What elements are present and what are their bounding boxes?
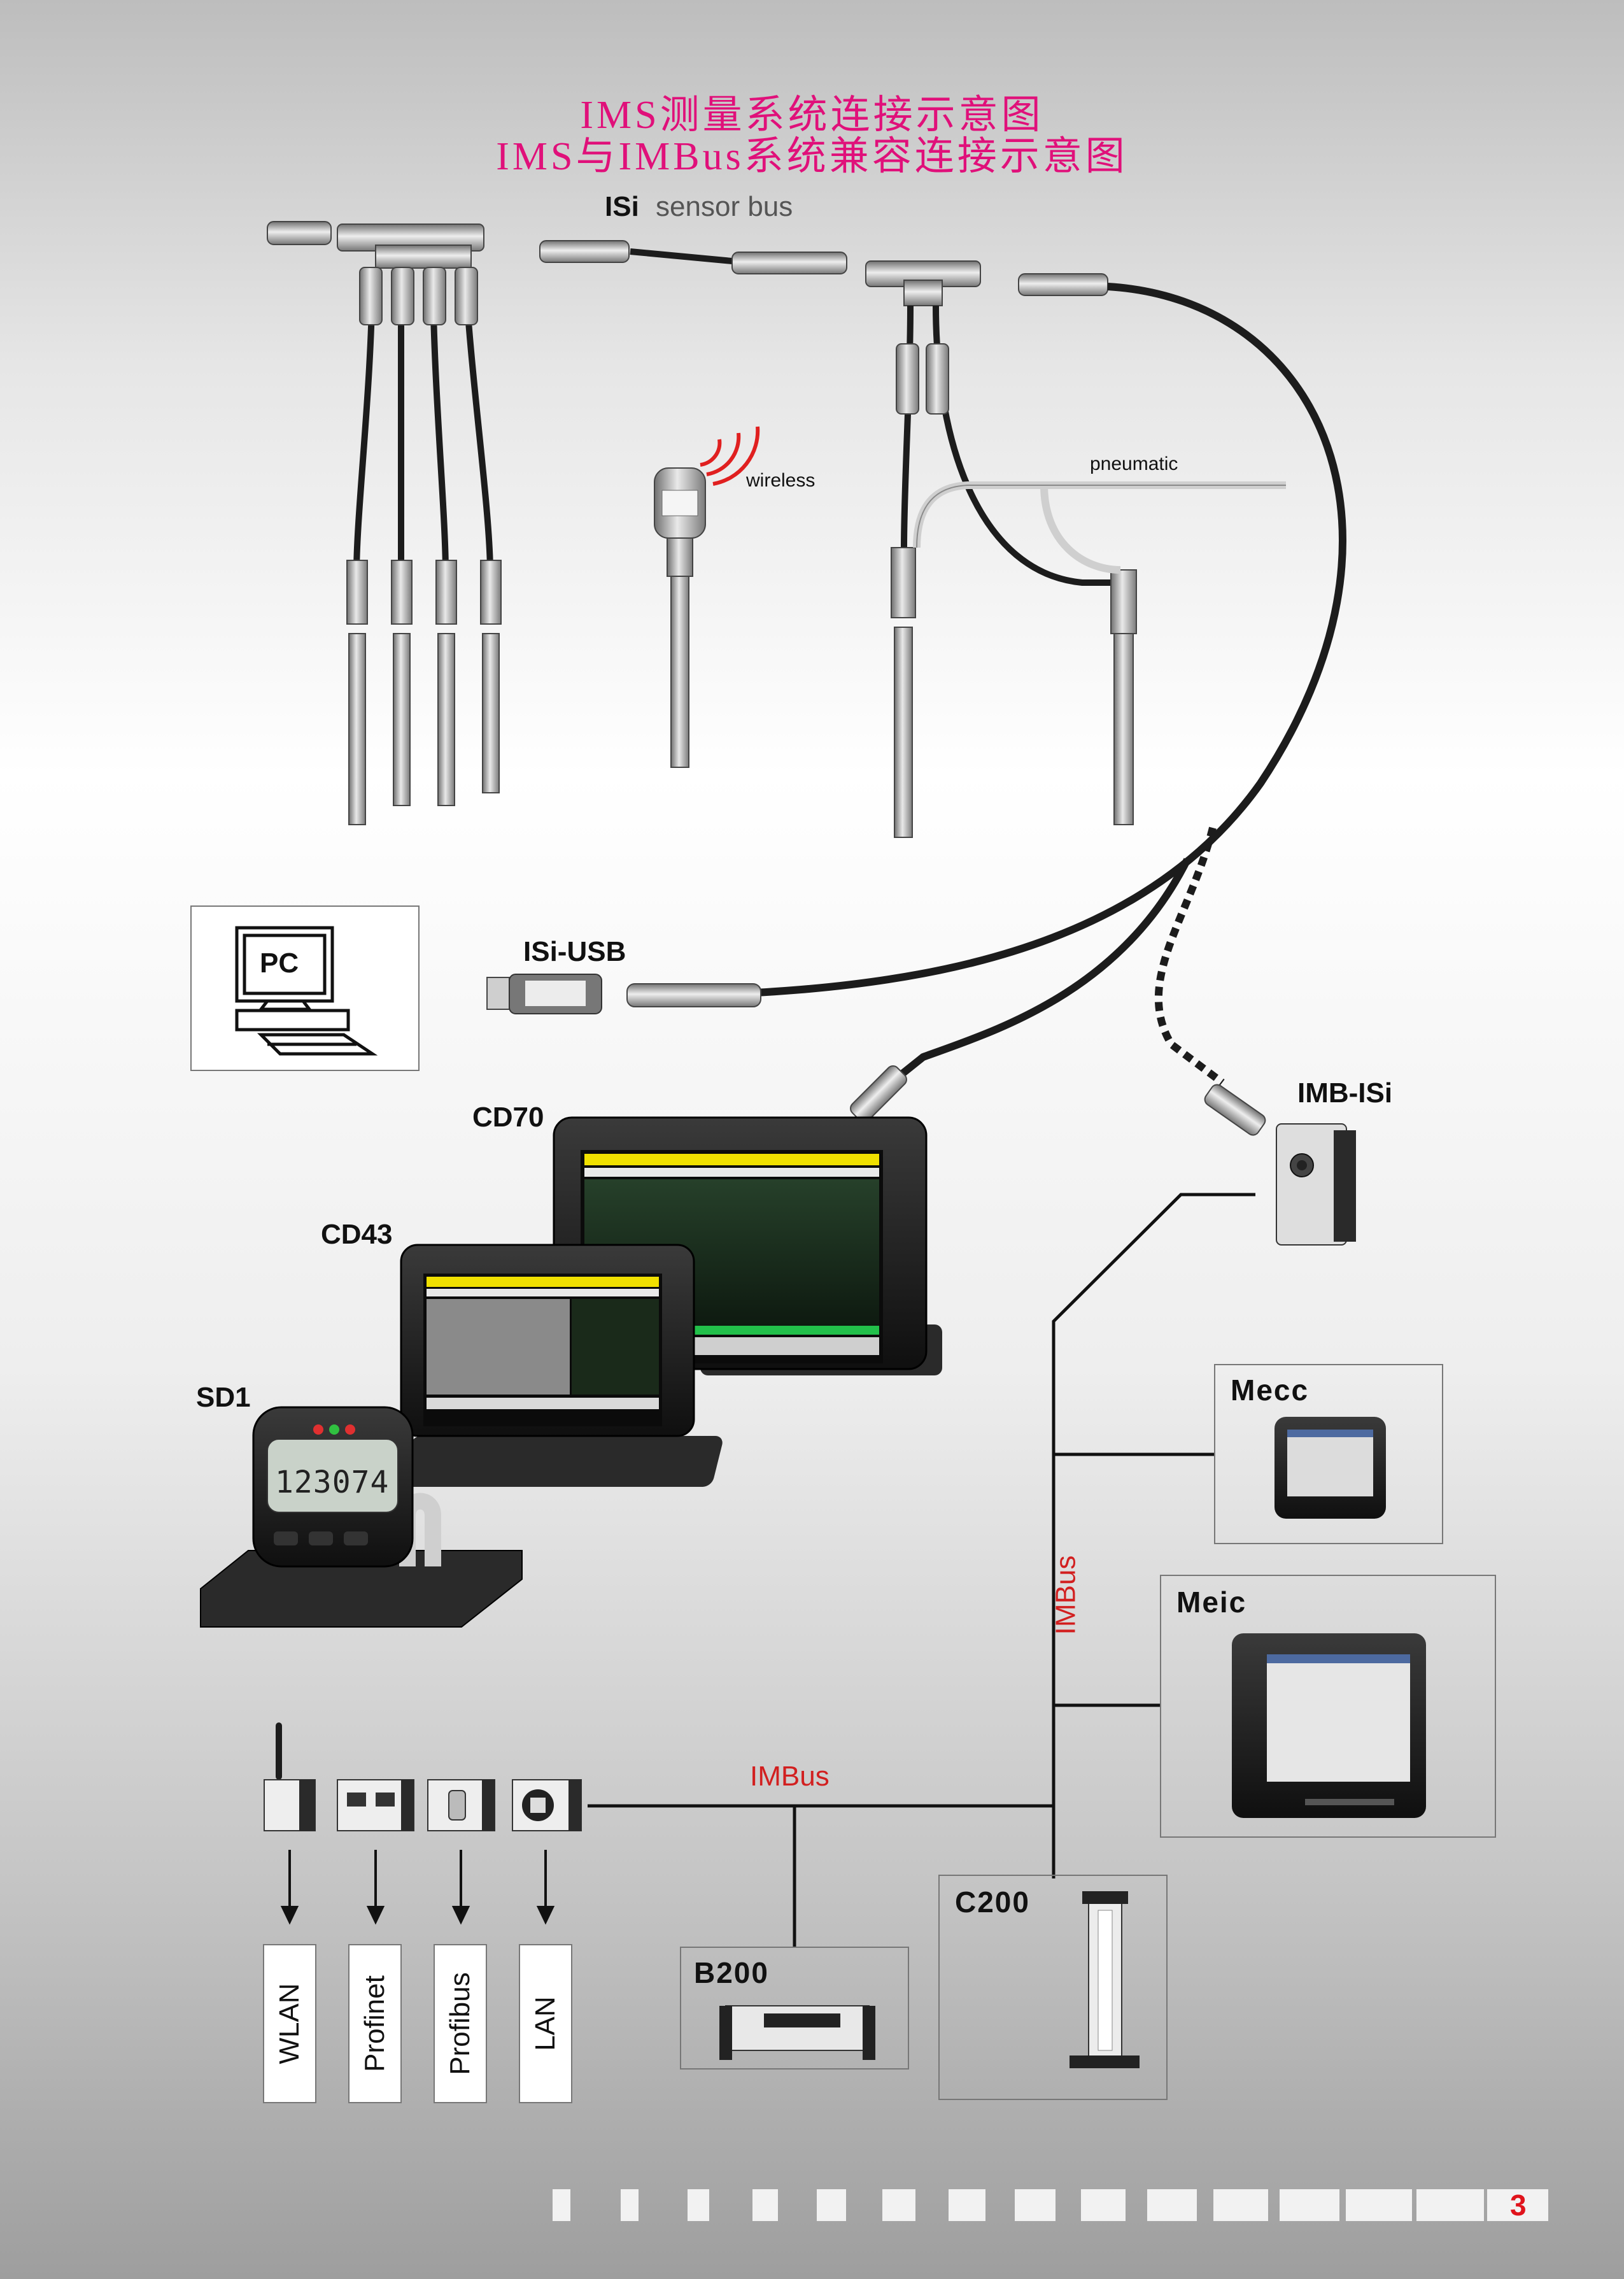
cd70-device [553,1116,942,1375]
sensor-bus-label: ISi sensor bus [605,191,793,223]
sensor-bus-text: sensor bus [656,191,793,222]
profibus-module [427,1779,495,1831]
cable-to-cd70 [889,858,1191,1086]
title-line-1: IMS测量系统连接示意图 [580,94,1044,137]
wlan-box: WLAN [263,1944,316,2103]
b200-box: B200 [680,1947,909,2070]
main-bus-cable [636,283,1346,1000]
profinet-label: Profinet [359,1975,390,2072]
mecc-label: Mecc [1231,1374,1310,1407]
sensor-bus-manifold-left [267,221,484,269]
cd43-device [400,1244,723,1487]
sd1-device [200,1406,523,1628]
sd1-readout: 123074 [275,1465,390,1500]
sensor-bus-cable-segment [539,240,847,274]
meic-label: Meic [1176,1586,1247,1619]
wireless-probe [654,467,706,768]
dashed-cable [1154,827,1225,1086]
b200-label: B200 [694,1956,769,1989]
profinet-box: Profinet [348,1944,402,2103]
pneumatic-label: pneumatic [1090,453,1178,474]
pc-label: PC [260,948,299,979]
arrow-down-icon [280,1850,555,1925]
sd1-label: SD1 [196,1382,251,1413]
isi-usb-cable-connector [626,983,761,1007]
meic-device [1232,1633,1426,1818]
probe-group-right [891,305,1137,838]
meic-box: Meic [1160,1575,1496,1838]
page-number: 3 [1510,2189,1527,2222]
cd70-connector [850,1065,907,1123]
lan-module [512,1779,582,1831]
profibus-box: Profibus [434,1944,487,2103]
c200-box: C200 [938,1875,1168,2100]
mecc-box: Mecc [1214,1364,1443,1544]
bottom-strip [553,2189,1548,2221]
probe-group-left [346,267,502,825]
isi-usb-label: ISi-USB [523,936,626,967]
b200-device [719,2005,875,2060]
imbus-wiring [588,1193,1255,1947]
lan-label: LAN [530,1996,561,2051]
sensor-bus-prefix: ISi [605,191,639,222]
imbus-vertical-label: IMBus [1050,1555,1082,1635]
imb-isi-connector [1204,1084,1266,1136]
wlan-module [264,1722,316,1831]
imb-isi-module [1276,1123,1356,1246]
c200-label: C200 [955,1885,1030,1919]
cd70-label: CD70 [472,1102,544,1133]
wireless-waves-icon [700,426,760,486]
sensor-bus-manifold-right [865,260,1108,306]
wlan-label: WLAN [274,1983,305,2064]
profibus-label: Profibus [444,1972,476,2075]
usb-stick-icon [486,974,602,1014]
title-line-2: IMS与IMBus系统兼容连接示意图 [496,135,1128,178]
imbus-horizontal-label: IMBus [750,1761,830,1792]
mecc-device [1274,1417,1386,1519]
pc-monitor-icon [235,926,378,1056]
wireless-label: wireless [746,470,816,491]
imb-isi-label: IMB-ISi [1297,1077,1393,1109]
c200-device [1070,1891,1140,2068]
profinet-module [337,1779,414,1831]
cd43-label: CD43 [321,1219,393,1250]
lan-box: LAN [519,1944,572,2103]
